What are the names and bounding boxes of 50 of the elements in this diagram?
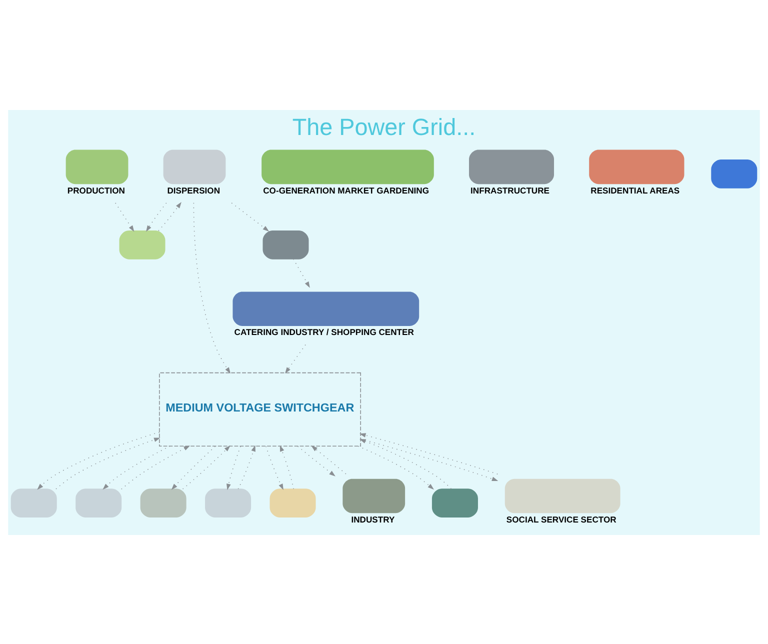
- node-box: [469, 149, 554, 184]
- arrow: [360, 438, 498, 480]
- node-box: [432, 488, 478, 517]
- node-box: [76, 488, 122, 517]
- node-box: [205, 488, 252, 517]
- arrow: [146, 202, 167, 232]
- arrow: [238, 444, 256, 489]
- arrow: [285, 344, 306, 374]
- node-box: [342, 478, 406, 513]
- node-box: [262, 149, 434, 184]
- arrow: [102, 445, 170, 490]
- arrow: [360, 432, 498, 474]
- node-label: CATERING INDUSTRY / SHOPPING CENTER: [234, 326, 414, 337]
- arrow: [56, 437, 160, 489]
- arrow: [266, 445, 284, 490]
- diagram-title: The Power Grid...: [292, 113, 476, 140]
- node-label: SOCIAL SERVICE SECTOR: [506, 514, 616, 524]
- arrow: [158, 202, 182, 231]
- arrow: [280, 444, 294, 489]
- node-box: [262, 230, 309, 259]
- node-label: INDUSTRY: [351, 514, 395, 524]
- node-box: [504, 478, 620, 513]
- arrow: [37, 431, 160, 490]
- node-box: [119, 230, 166, 259]
- arrow: [297, 445, 336, 476]
- arrow: [182, 445, 230, 489]
- arrow: [226, 445, 241, 490]
- node-label: CO-GENERATION MARKET GARDENING: [263, 184, 429, 195]
- arrow: [358, 445, 434, 490]
- node-box: MEDIUM VOLTAGE SWITCHGEAR: [159, 372, 361, 446]
- arrow: [115, 202, 134, 232]
- arrow: [120, 445, 190, 489]
- node-box: [711, 159, 758, 188]
- node-label: DISPERSION: [167, 184, 220, 195]
- node-label: RESIDENTIAL AREAS: [590, 184, 680, 195]
- arrow: [193, 202, 231, 374]
- node-box: [232, 291, 420, 326]
- node-box: [66, 149, 128, 184]
- arrow: [311, 445, 346, 474]
- arrow: [231, 202, 270, 231]
- arrow: [171, 445, 216, 490]
- node-box: [589, 149, 684, 184]
- node-box: [270, 488, 316, 517]
- node-label: INFRASTRUCTURE: [470, 184, 550, 195]
- node-label: PRODUCTION: [67, 184, 125, 195]
- arrow: [360, 438, 452, 489]
- arrow: [293, 258, 310, 288]
- node-box: [163, 149, 226, 184]
- node-box: [140, 488, 186, 517]
- node-box: [10, 488, 57, 517]
